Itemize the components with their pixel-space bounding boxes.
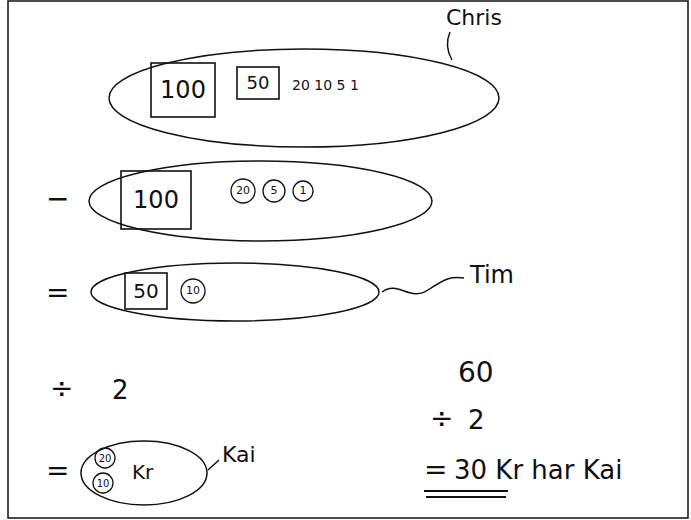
- bill-outline: [121, 171, 191, 229]
- wallet-oval: 20 10 5 1 100 50: [108, 48, 500, 148]
- amount-text: 10: [97, 478, 110, 489]
- operator: −: [46, 184, 69, 215]
- oval-outline: [91, 263, 379, 321]
- bill-outline: [237, 67, 279, 99]
- amount-text: 50: [247, 73, 270, 93]
- leader-line: [208, 460, 219, 470]
- amount-text: 100: [160, 77, 206, 103]
- amount-text: 50: [133, 280, 158, 302]
- number: 2: [468, 406, 485, 435]
- coin-circle: 10: [180, 278, 206, 304]
- leader-line: [447, 32, 452, 60]
- coin-outline: [293, 181, 313, 201]
- frame: [8, 1, 688, 518]
- coin-outline: [93, 473, 113, 493]
- bill-box: 50: [236, 66, 280, 100]
- coin-outline: [181, 279, 205, 303]
- amount-text: 1: [300, 185, 307, 197]
- underline: [424, 490, 508, 492]
- bill-outline: [151, 63, 215, 117]
- amount-text: Kr: [132, 460, 153, 484]
- amount-text: 20: [99, 453, 112, 464]
- amount-text: 10: [186, 285, 200, 297]
- operator: ÷: [50, 374, 73, 405]
- number: 2: [112, 376, 129, 405]
- operator: =: [424, 455, 447, 486]
- coin-circle: 1: [292, 180, 314, 202]
- amount-text: 100: [133, 187, 179, 213]
- wallet-oval: 100 20 5 1: [88, 160, 433, 242]
- answer: 30 Kr har Kai: [454, 456, 622, 485]
- oval-outline: [81, 441, 207, 505]
- amount-text: 5: [271, 185, 278, 197]
- bill-box: 100: [120, 170, 192, 230]
- oval-outline: [89, 161, 432, 241]
- bill-box: 50: [124, 272, 168, 310]
- person-name: Chris: [446, 6, 502, 30]
- oval-outline: [109, 49, 499, 147]
- amount-text: 20 10 5 1: [292, 77, 359, 93]
- operator: =: [46, 456, 69, 487]
- wallet-oval: 50 10: [90, 262, 380, 322]
- coin-circle: 20: [230, 178, 256, 204]
- number: 60: [458, 358, 494, 389]
- person-name: Tim: [470, 262, 514, 288]
- coin-circle: 10: [92, 472, 114, 494]
- person-name: Kai: [222, 443, 256, 467]
- bill-outline: [125, 273, 167, 309]
- coin-outline: [263, 180, 285, 202]
- operator: ÷: [430, 404, 453, 435]
- bill-box: 100: [150, 62, 216, 118]
- coin-outline: [95, 448, 115, 468]
- leader-line: [382, 277, 464, 293]
- operator: =: [46, 278, 69, 309]
- text-holder: 20 10 5 1: [292, 75, 359, 94]
- text-holder: Kr: [132, 461, 153, 483]
- coin-circle: 20: [94, 447, 116, 469]
- coin-outline: [231, 179, 255, 203]
- amount-text: 20: [236, 185, 250, 197]
- underline: [426, 496, 506, 498]
- coin-circle: 5: [262, 179, 286, 203]
- wallet-oval: Kr 20 10: [80, 440, 208, 506]
